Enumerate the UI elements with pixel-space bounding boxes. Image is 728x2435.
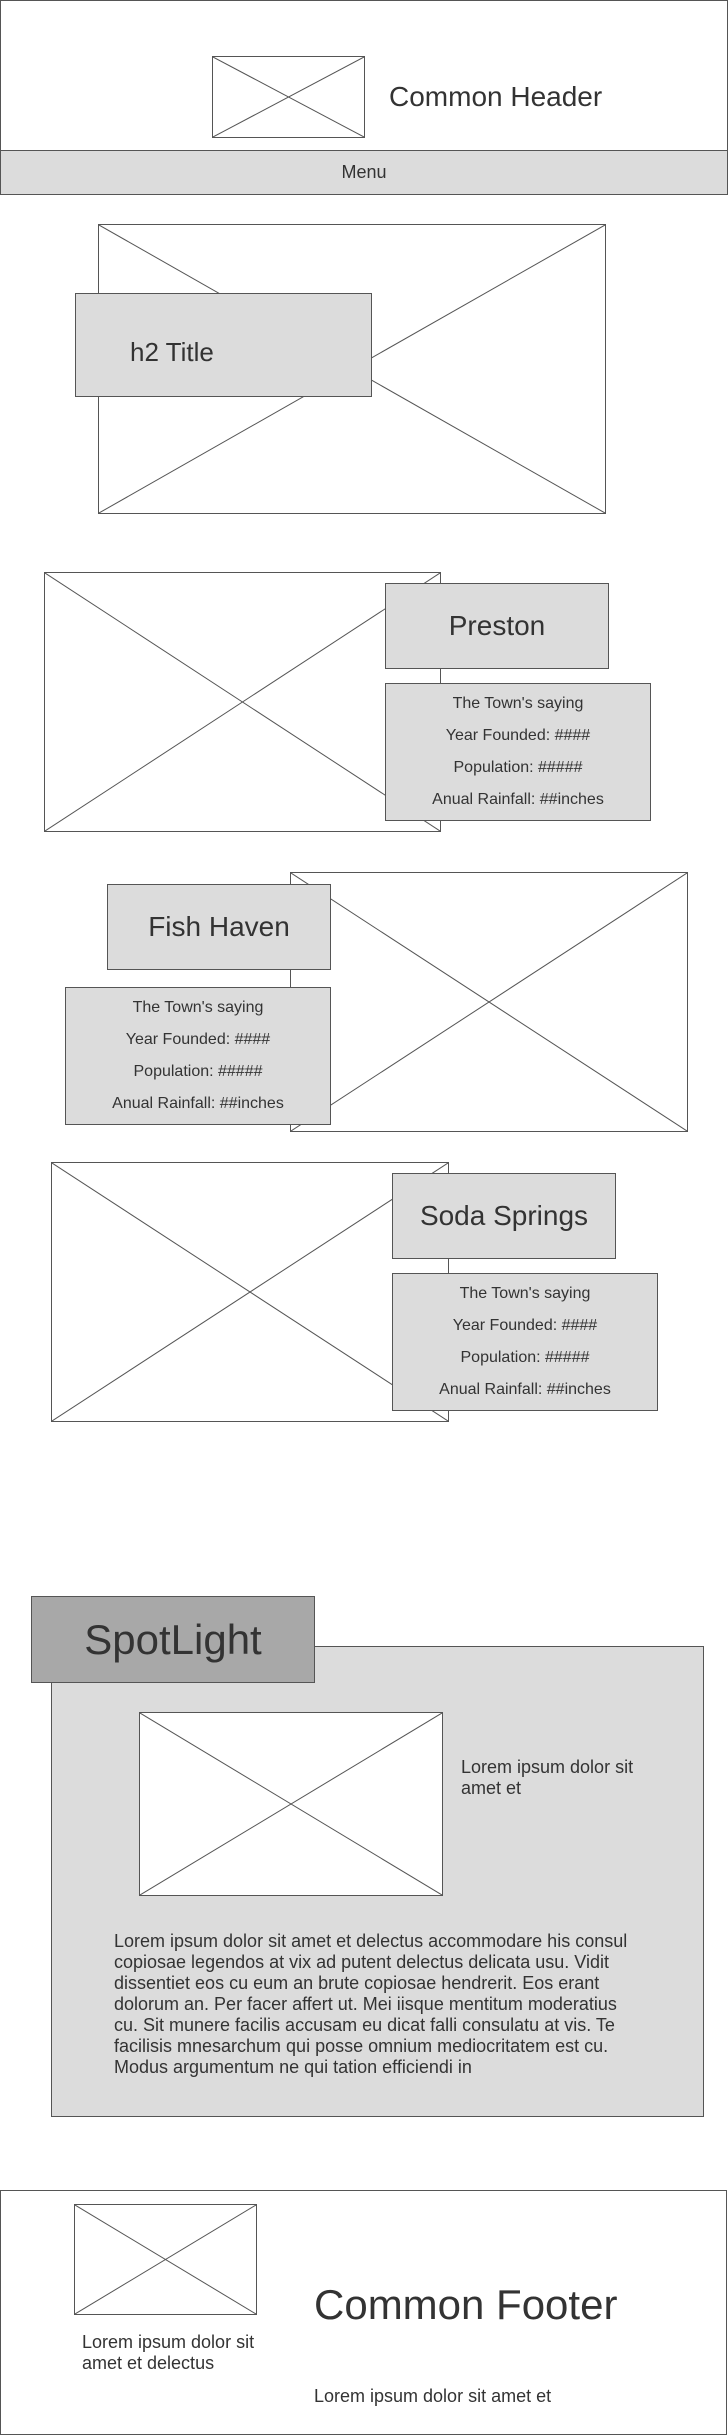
spotlight-image-placeholder [139,1712,443,1896]
soda-springs-title-box: Soda Springs [392,1173,616,1259]
town-name: Fish Haven [148,911,290,942]
town-year-founded: Year Founded: #### [445,727,591,744]
footer-image-placeholder [74,2204,257,2315]
header-logo-placeholder [212,56,365,138]
header: Common Header [0,0,728,152]
town-year-founded: Year Founded: #### [452,1317,598,1334]
menu-button[interactable]: Menu [341,162,387,182]
town-rainfall: Anual Rainfall: ##inches [432,791,604,808]
preston-title-box: Preston [385,583,609,669]
fish-haven-title-box: Fish Haven [107,884,331,970]
footer-tagline: Lorem ipsum dolor sit amet et [314,2386,552,2406]
preston-info-box: The Town's saying Year Founded: #### Pop… [385,683,651,821]
spotlight-panel: Lorem ipsum dolor sit amet et Lorem ipsu… [51,1646,704,2117]
town-saying: The Town's saying [459,1285,591,1302]
hero-title-box: h2 Title [75,293,372,397]
footer-title: Common Footer [314,2281,618,2328]
town-rainfall: Anual Rainfall: ##inches [439,1381,611,1398]
nav-menu-bar[interactable]: Menu [0,150,728,195]
town-population: Population: ##### [460,1349,590,1366]
soda-springs-info-box: The Town's saying Year Founded: #### Pop… [392,1273,658,1411]
town-population: Population: ##### [133,1063,263,1080]
footer: Lorem ipsum dolor sit amet et delectus C… [0,2190,727,2435]
fish-haven-image-placeholder [290,872,688,1132]
fish-haven-info-box: The Town's saying Year Founded: #### Pop… [65,987,331,1125]
town-name: Soda Springs [419,1200,589,1231]
page-title: h2 Title [130,337,214,367]
spotlight-title: SpotLight [84,1615,262,1663]
preston-image-placeholder [44,572,441,832]
spotlight-title-box: SpotLight [31,1596,315,1683]
town-saying: The Town's saying [452,695,584,712]
town-rainfall: Anual Rainfall: ##inches [112,1095,284,1112]
footer-image-caption: Lorem ipsum dolor sit amet et delectus [82,2332,255,2373]
town-population: Population: ##### [453,759,583,776]
town-year-founded: Year Founded: #### [125,1031,271,1048]
soda-springs-image-placeholder [51,1162,449,1422]
spotlight-caption: Lorem ipsum dolor sit amet et [461,1757,634,1798]
town-name: Preston [448,610,546,641]
town-saying: The Town's saying [132,999,264,1016]
spotlight-body: Lorem ipsum dolor sit amet et delectus a… [114,1931,628,2077]
header-title: Common Header [389,81,603,112]
